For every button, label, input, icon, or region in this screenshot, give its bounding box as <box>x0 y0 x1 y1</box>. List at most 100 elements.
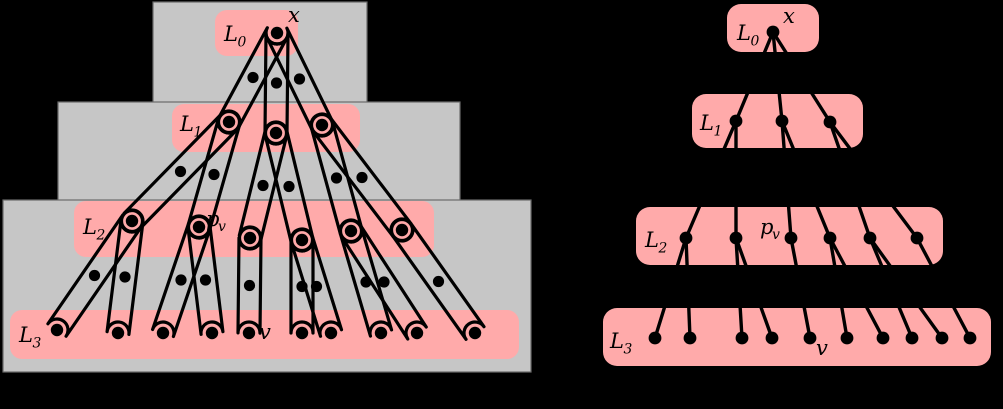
left-level-label-L0-sub: 0 <box>238 35 247 51</box>
right-edge-L0.0-to-L1.0 <box>734 30 775 123</box>
left-ring-L1-2 <box>309 112 335 138</box>
left-level-label-L0-base: L <box>223 22 238 46</box>
right-pv-sub: v <box>772 227 780 243</box>
left-node-L3-8 <box>410 326 424 340</box>
right-node-L3-5 <box>840 331 854 345</box>
left-level-label-L3-sub: 3 <box>33 336 42 352</box>
left-node-L3-1 <box>111 326 125 340</box>
right-edge-L2.4-to-L3.8 <box>868 236 944 340</box>
left-node-L1-1 <box>269 126 283 140</box>
left-node-L3-0 <box>50 323 64 337</box>
right-node-L3-3 <box>765 331 779 345</box>
left-level-label-L2-base: L <box>82 215 97 239</box>
left-node-L1-0 <box>222 115 236 129</box>
left-ring-L2-5 <box>389 217 415 243</box>
left-level-label-L2-sub: 2 <box>96 228 106 244</box>
right-node-L1-1 <box>775 114 789 128</box>
right-edge-L1.0-to-L2.0 <box>684 119 738 240</box>
right-node-L3-7 <box>905 331 919 345</box>
right-level-label-L3-base: L <box>609 329 624 353</box>
left-node-L3-4 <box>242 326 256 340</box>
edge-mid-node-15 <box>310 280 323 293</box>
left-ring-L2-4 <box>338 218 364 244</box>
left-node-L2-0 <box>125 214 139 228</box>
edge-mid-node-9 <box>88 269 101 282</box>
left-ring-L1-0 <box>216 109 242 135</box>
right-band-L3 <box>603 308 991 366</box>
right-edge-L2.3-to-L3.6 <box>828 236 885 340</box>
edge-mid-node-3 <box>174 165 187 178</box>
right-level-label-L3-sub: 3 <box>624 342 633 358</box>
right-level-label-L1-sub: 1 <box>714 124 723 140</box>
right-node-L1-0 <box>729 114 743 128</box>
left-pv-label: pv <box>206 207 226 235</box>
left-ring-L2-3 <box>289 227 315 253</box>
left-node-L2-3 <box>295 233 309 247</box>
left-level-label-L1-sub: 1 <box>194 125 203 141</box>
edge-mid-node-6 <box>283 180 295 193</box>
right-edge-L0.0-to-L1.1 <box>771 30 784 123</box>
left-node-L2-1 <box>192 220 206 234</box>
right-node-L2-4 <box>863 231 877 245</box>
edge-mid-node-5 <box>257 179 269 192</box>
right-node-L2-2 <box>784 231 798 245</box>
right-edge-L2.3-to-L3.5 <box>828 236 849 340</box>
band-L3 <box>10 310 519 359</box>
right-edge-L0.0-to-L1.2 <box>771 30 832 124</box>
left-node-L2-5 <box>395 223 409 237</box>
right-v-label: v <box>816 336 828 360</box>
right-node-L2-3 <box>823 231 837 245</box>
left-node-L1-2 <box>315 118 329 132</box>
right-node-L0-0 <box>766 25 780 39</box>
left-level-label-L3-base: L <box>18 323 33 347</box>
edge-mid-node-12 <box>199 274 212 286</box>
right-edge-L2.4-to-L3.7 <box>868 236 914 340</box>
edge-mid-node-4 <box>208 168 220 181</box>
right-node-L3-9 <box>963 331 977 345</box>
right-pv-base: p <box>760 215 773 239</box>
edge-mid-node-1 <box>270 77 283 89</box>
right-level-label-L1-base: L <box>699 111 714 135</box>
right-node-L3-2 <box>735 331 749 345</box>
right-node-L2-0 <box>679 231 693 245</box>
left-ring-L1-1 <box>263 120 289 146</box>
right-edge-L2.2-to-L3.4 <box>789 236 812 340</box>
edge-mid-node-0 <box>247 71 259 84</box>
left-node-L2-2 <box>243 231 257 245</box>
right-edge-L2.0-to-L3.0 <box>653 236 688 340</box>
left-node-L3-5 <box>295 326 309 340</box>
edge-mid-node-13 <box>243 279 256 292</box>
left-x-label: x <box>288 3 300 27</box>
right-edge-L2.5-to-L3.9 <box>915 236 972 340</box>
left-ring-L2-1 <box>186 214 212 240</box>
right-pv-label: pv <box>760 215 780 243</box>
left-node-L3-2 <box>156 326 170 340</box>
right-node-L3-8 <box>935 331 949 345</box>
edge-mid-node-8 <box>356 171 368 184</box>
edge-mid-node-16 <box>360 276 372 288</box>
right-edge-L1.1-to-L2.2 <box>780 119 793 240</box>
right-level-label-L2-base: L <box>644 228 659 252</box>
right-edge-L1.1-to-L2.3 <box>780 119 832 240</box>
left-node-L0-0 <box>270 26 284 40</box>
right-node-L1-2 <box>823 115 837 129</box>
right-node-L3-6 <box>876 331 890 345</box>
left-node-L3-9 <box>468 326 482 340</box>
right-node-L3-0 <box>648 331 662 345</box>
edge-mid-node-10 <box>119 271 131 283</box>
right-level-label-L0-base: L <box>736 21 751 45</box>
edge-mid-node-11 <box>175 274 187 286</box>
left-level-label-L1-base: L <box>179 112 194 136</box>
edge-mid-node-2 <box>293 73 306 85</box>
right-x-label: x <box>783 4 795 28</box>
left-v-label: v <box>259 320 271 344</box>
edge-mid-node-18 <box>432 275 445 288</box>
right-edge-L2.1-to-L3.3 <box>734 236 774 340</box>
left-ring-L2-2 <box>237 225 263 251</box>
left-node-L3-3 <box>205 326 219 340</box>
edge-mid-node-14 <box>296 280 308 293</box>
